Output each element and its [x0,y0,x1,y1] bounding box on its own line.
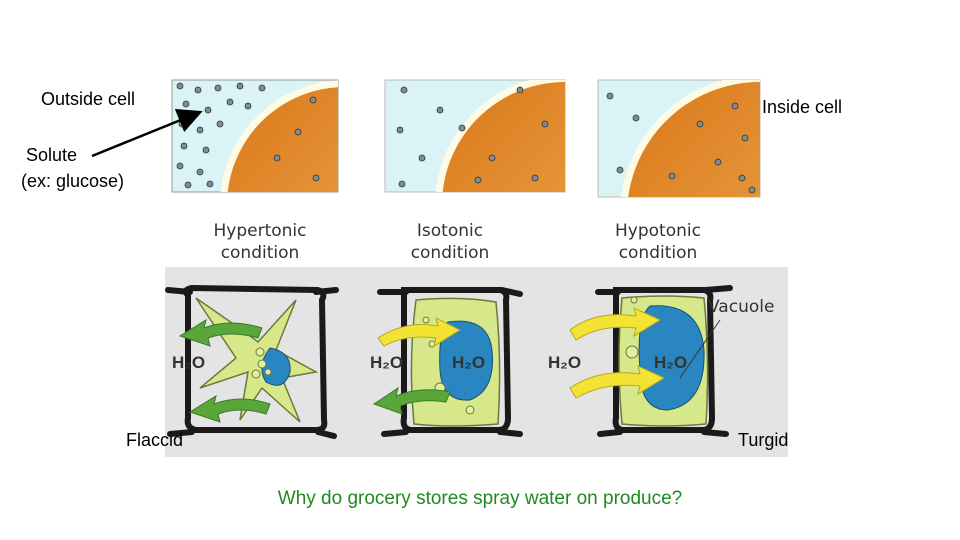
h2o-label: H₂O [172,353,205,372]
h2o-label: H₂O [654,353,687,372]
cell-walls [165,284,733,439]
water-out-arrows [178,318,451,423]
solute-example-label: (ex: glucose) [21,171,125,191]
solute-panel-isotonic [384,79,566,193]
h2o-label: H₂O [452,353,485,372]
condition-subtitle: condition [220,243,300,263]
condition-subtitle: condition [618,243,698,263]
solute-panel-hypotonic [597,79,761,198]
vacuole-pointer [679,319,721,379]
condition-hypotonic: Hypotonic condition [588,220,728,264]
water-in-arrows [377,307,666,399]
solute-label: Solute [26,145,78,165]
condition-title: Hypertonic [213,221,307,241]
question-text: Why do grocery stores spray water on pro… [277,488,683,509]
flaccid-label: Flaccid [126,430,184,450]
solute-pointer-arrow [91,108,203,158]
h2o-label: H₂O [548,353,581,372]
condition-hypertonic: Hypertonic condition [190,220,330,264]
solute-panel-hypertonic [171,79,339,193]
h2o-label: H₂O [370,353,403,372]
vacuole-label: Vacuole [708,297,774,317]
turgid-label: Turgid [738,430,789,450]
outside-cell-label: Outside cell [41,89,136,109]
condition-subtitle: condition [410,243,490,263]
isotonic-vacuole [439,320,494,401]
inside-cell-label: Inside cell [762,97,843,117]
condition-isotonic: Isotonic condition [380,220,520,264]
condition-title: Isotonic [416,221,484,241]
turgid-vacuole [638,305,705,411]
condition-title: Hypotonic [615,221,701,241]
